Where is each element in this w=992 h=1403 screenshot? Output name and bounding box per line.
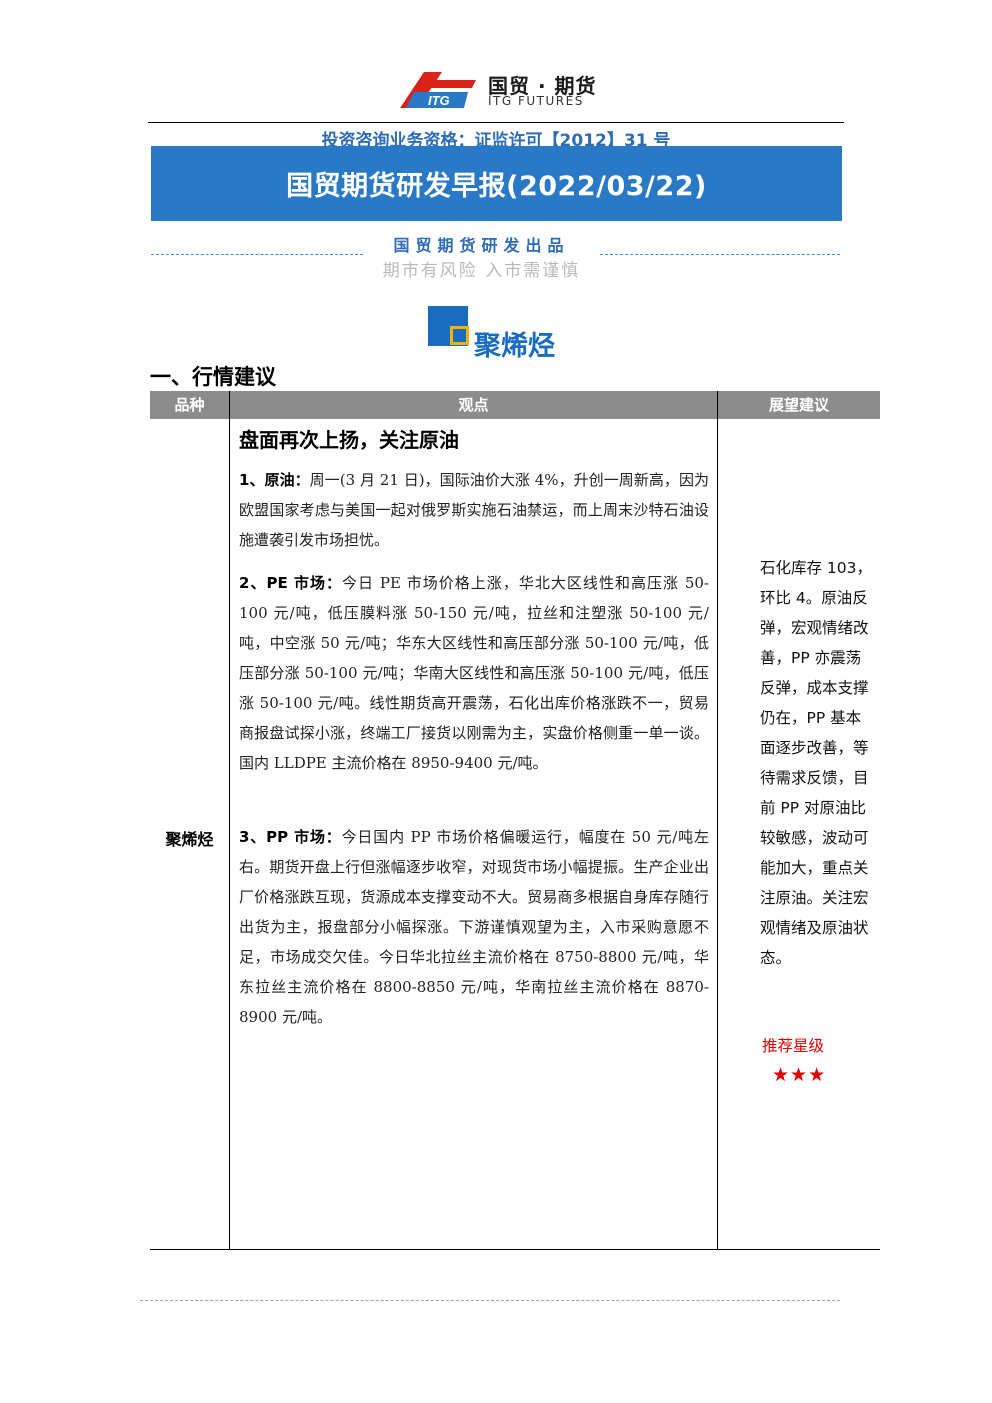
column-divider bbox=[229, 391, 230, 1250]
view-paragraph-crude-oil: 1、原油：周一(3 月 21 日)，国际油价大涨 4%，升创一周新高，因为欧盟国… bbox=[239, 465, 709, 555]
logo-chinese-name: 国贸 · 期货 bbox=[488, 74, 597, 98]
report-title-banner: 国贸期货研发早报(2022/03/22) bbox=[151, 146, 842, 221]
column-divider bbox=[717, 391, 718, 1250]
logo-mark-text: ITG bbox=[428, 93, 450, 108]
view-title: 盘面再次上扬，关注原油 bbox=[239, 428, 459, 452]
table-bottom-rule bbox=[150, 1249, 880, 1250]
section-icon-frame bbox=[450, 326, 469, 345]
footer-divider bbox=[140, 1300, 840, 1301]
column-header-view: 观点 bbox=[458, 396, 489, 414]
outlook-text: 石化库存 103，环比 4。原油反弹，宏观情绪改善，PP 亦震荡反弹，成本支撑仍… bbox=[760, 559, 873, 967]
divider-right bbox=[600, 254, 840, 255]
producer-text: 国贸期货研发出品 bbox=[393, 236, 570, 255]
logo-english-name: ITG FUTURES bbox=[488, 94, 584, 108]
view-paragraph-pp-market: 3、PP 市场：今日国内 PP 市场价格偏暖运行，幅度在 50 元/吨左右。期货… bbox=[239, 822, 709, 1032]
column-header-outlook: 展望建议 bbox=[768, 396, 829, 414]
advice-heading: 一、行情建议 bbox=[150, 365, 276, 389]
table-header: 品种 观点 展望建议 bbox=[150, 391, 880, 419]
rating-stars-icon: ★★★ bbox=[772, 1064, 827, 1086]
paragraph-label: 2、PE 市场： bbox=[239, 574, 343, 592]
report-title: 国贸期货研发早报(2022/03/22) bbox=[286, 171, 707, 202]
risk-warning: 期市有风险 入市需谨慎 bbox=[382, 261, 581, 281]
column-header-variety: 品种 bbox=[174, 396, 205, 414]
paragraph-text: 今日 PE 市场价格上涨，华北大区线性和高压涨 50-100 元/吨，低压膜料涨… bbox=[239, 574, 709, 772]
paragraph-label: 3、PP 市场： bbox=[239, 828, 342, 846]
header-rule bbox=[148, 122, 844, 123]
company-logo: ITG 国贸 · 期货 ITG FUTURES bbox=[398, 66, 598, 112]
paragraph-text: 周一(3 月 21 日)，国际油价大涨 4%，升创一周新高，因为欧盟国家考虑与美… bbox=[239, 471, 709, 549]
paragraph-text: 今日国内 PP 市场价格偏暖运行，幅度在 50 元/吨左右。期货开盘上行但涨幅逐… bbox=[239, 828, 709, 1026]
view-paragraph-pe-market: 2、PE 市场：今日 PE 市场价格上涨，华北大区线性和高压涨 50-100 元… bbox=[239, 568, 709, 778]
rating-label: 推荐星级 bbox=[762, 1037, 825, 1055]
variety-cell: 聚烯烃 bbox=[165, 830, 214, 849]
paragraph-label: 1、原油： bbox=[239, 471, 310, 489]
divider-left bbox=[151, 254, 363, 255]
section-title: 聚烯烃 bbox=[474, 331, 555, 362]
itg-logo-mark: ITG bbox=[400, 72, 476, 108]
